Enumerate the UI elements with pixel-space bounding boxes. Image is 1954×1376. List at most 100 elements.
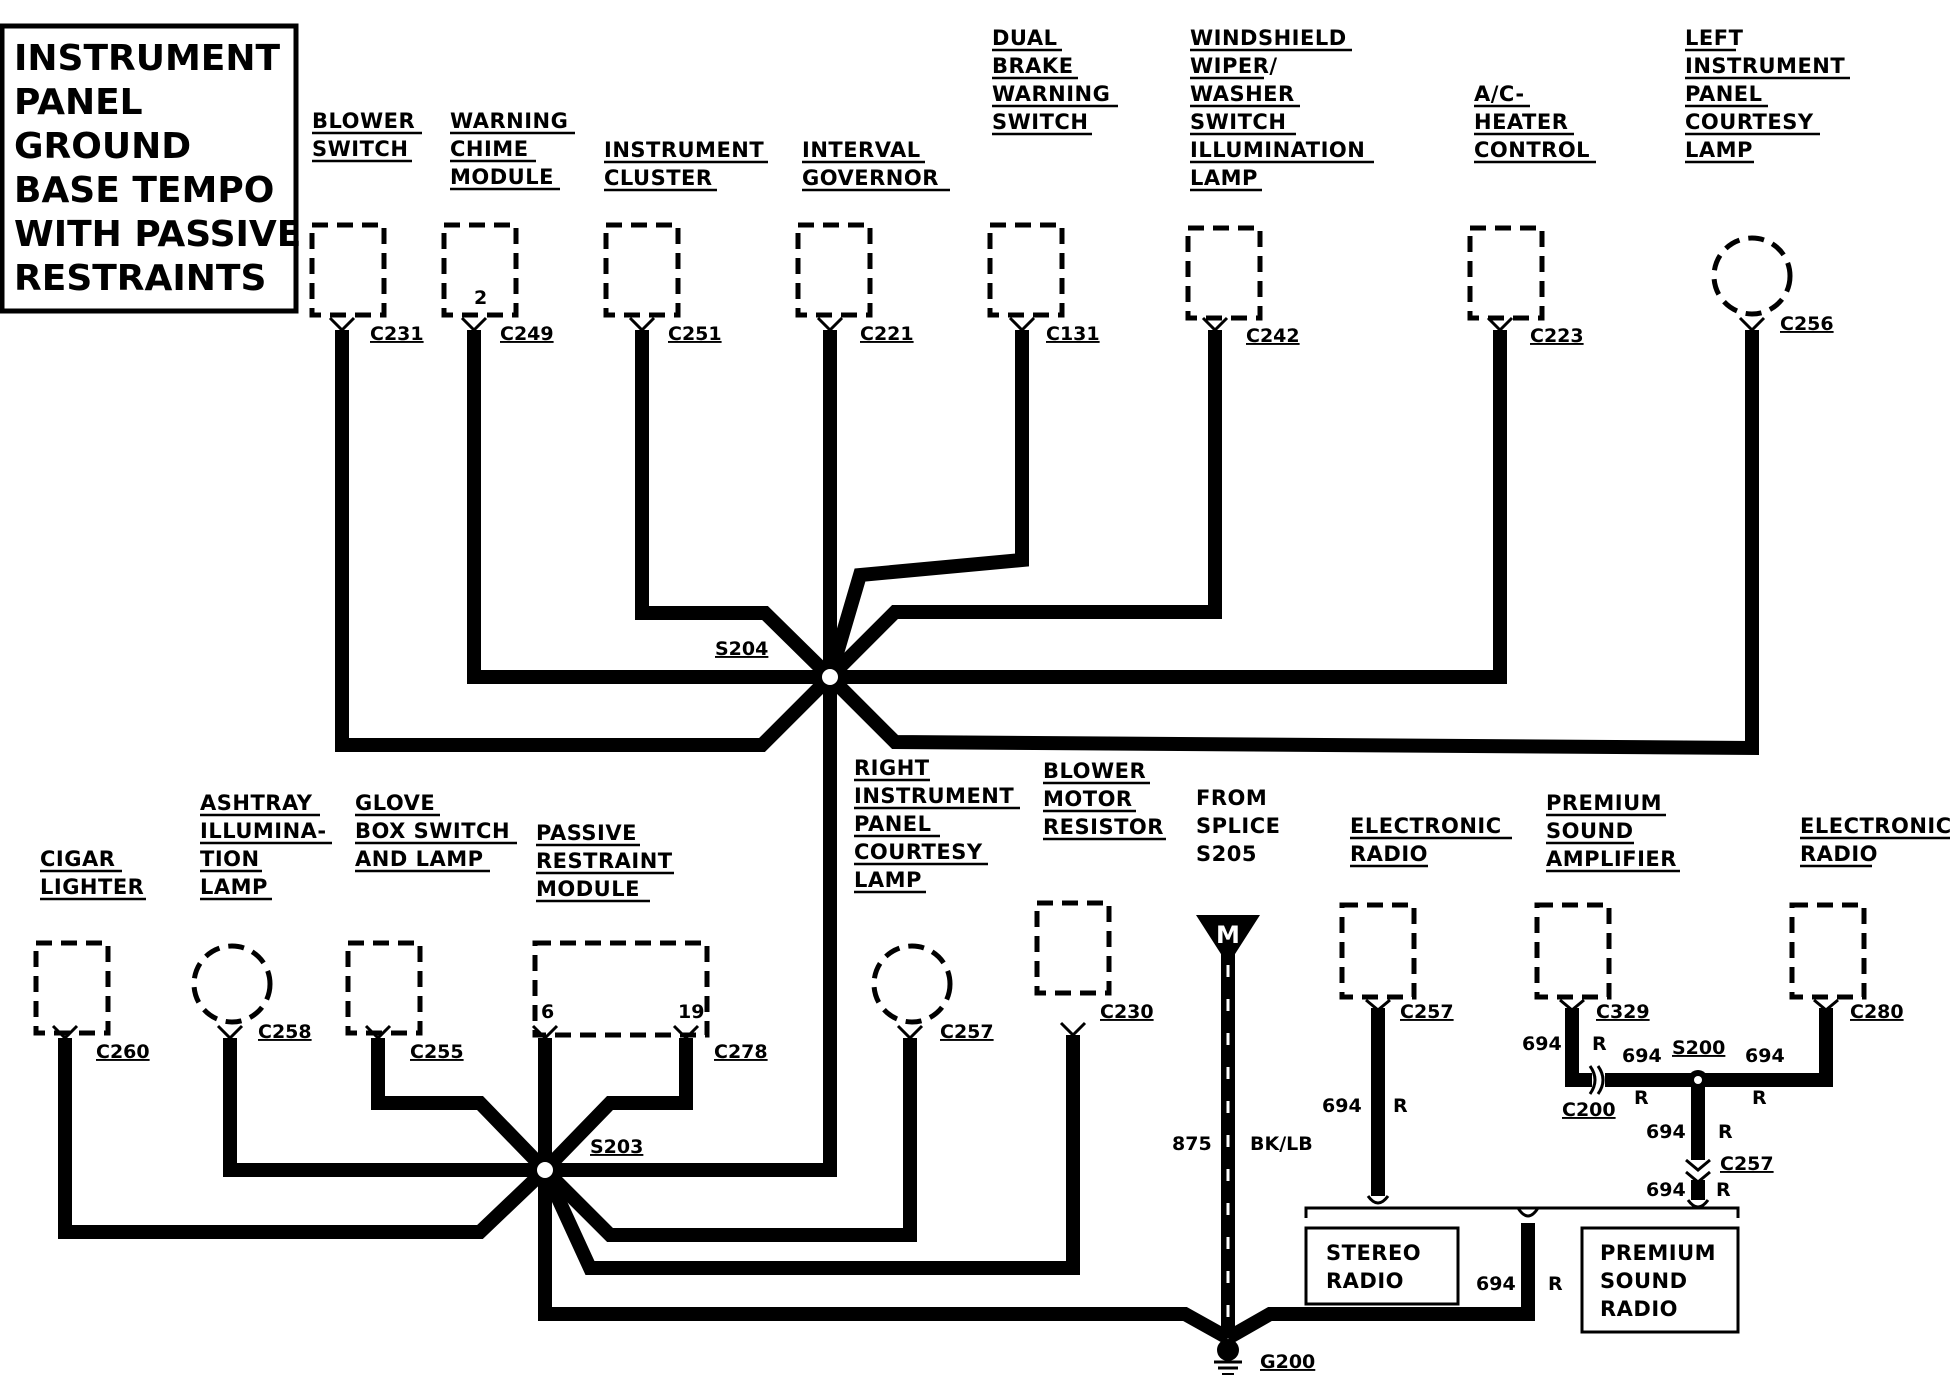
dual-brake-warning-switch: DUAL BRAKE WARNING SWITCH C131	[987, 26, 1118, 345]
svg-text:694: 694	[1322, 1095, 1362, 1117]
svg-text:19: 19	[678, 1001, 704, 1023]
svg-text:PANEL: PANEL	[1685, 82, 1763, 106]
wire-c278-19	[539, 1038, 693, 1175]
instrument-cluster: INSTRUMENT CLUSTER C251	[603, 138, 768, 345]
svg-text:C256: C256	[1780, 313, 1834, 335]
svg-text:RESTRAINT: RESTRAINT	[536, 849, 673, 873]
svg-text:694: 694	[1522, 1033, 1562, 1055]
svg-text:HEATER: HEATER	[1474, 110, 1568, 134]
premium-amp-box	[1534, 902, 1612, 1000]
svg-text:875: 875	[1172, 1133, 1212, 1155]
from-splice-s205: FROM SPLICE S205 M 875 BK/LB	[1172, 786, 1313, 1155]
ground-g200: G200	[1214, 1339, 1315, 1375]
svg-text:RADIO: RADIO	[1600, 1297, 1678, 1321]
svg-text:LAMP: LAMP	[854, 868, 922, 892]
svg-text:RESISTOR: RESISTOR	[1043, 815, 1164, 839]
svg-text:SWITCH: SWITCH	[992, 110, 1088, 134]
svg-text:RESTRAINTS: RESTRAINTS	[14, 258, 266, 299]
diagram-title: INSTRUMENT PANEL GROUND BASE TEMPO WITH …	[0, 23, 301, 314]
svg-text:M: M	[1216, 921, 1240, 949]
dual-brake-box	[987, 222, 1065, 318]
wire-s203-g200	[538, 1170, 1232, 1345]
svg-text:INSTRUMENT: INSTRUMENT	[604, 138, 764, 162]
wire-c231	[335, 330, 835, 752]
svg-text:GOVERNOR: GOVERNOR	[802, 166, 939, 190]
svg-text:G200: G200	[1260, 1351, 1315, 1373]
glove-box-box	[345, 940, 423, 1036]
svg-text:INSTRUMENT: INSTRUMENT	[14, 38, 281, 79]
svg-text:C257: C257	[940, 1021, 994, 1043]
svg-text:S204: S204	[715, 638, 768, 660]
wire-c242	[825, 330, 1222, 682]
blower-motor-resistor: BLOWER MOTOR RESISTOR C230	[1034, 759, 1166, 1038]
svg-text:R: R	[1718, 1121, 1733, 1143]
svg-text:WARNING: WARNING	[992, 82, 1110, 106]
splice-s200: S200 694 694 R R 694 R C257 694 R	[1605, 1008, 1833, 1209]
interval-governor: INTERVAL GOVERNOR C221	[795, 138, 950, 345]
svg-text:C329: C329	[1596, 1001, 1650, 1023]
svg-text:C278: C278	[714, 1041, 768, 1063]
svg-text:C231: C231	[370, 323, 424, 345]
svg-text:SWITCH: SWITCH	[1190, 110, 1286, 134]
svg-text:R: R	[1752, 1087, 1767, 1109]
right-instrument-panel-courtesy-lamp: RIGHT INSTRUMENT PANEL COURTESY LAMP C25…	[854, 756, 1020, 1043]
svg-text:SPLICE: SPLICE	[1196, 814, 1280, 838]
ashtray-lamp-circle	[191, 943, 273, 1025]
svg-text:CONTROL: CONTROL	[1474, 138, 1590, 162]
svg-text:RADIO: RADIO	[1326, 1269, 1404, 1293]
wire-radio-ground	[1224, 1223, 1535, 1345]
svg-text:C251: C251	[668, 323, 722, 345]
svg-text:R: R	[1634, 1087, 1649, 1109]
svg-text:694: 694	[1745, 1045, 1785, 1067]
stereo-radio: STEREO RADIO	[1304, 1226, 1460, 1306]
svg-text:RADIO: RADIO	[1350, 842, 1428, 866]
svg-text:A/C-: A/C-	[1474, 82, 1525, 106]
svg-text:694: 694	[1476, 1273, 1516, 1295]
svg-text:R: R	[1393, 1095, 1408, 1117]
svg-text:BASE TEMPO: BASE TEMPO	[14, 170, 274, 211]
left-instrument-panel-courtesy-lamp: LEFT INSTRUMENT PANEL COURTESY LAMP C256	[1685, 26, 1850, 335]
wire-c255	[371, 1038, 551, 1175]
svg-text:C221: C221	[860, 323, 914, 345]
svg-text:WARNING: WARNING	[450, 109, 568, 133]
premium-sound-amplifier: PREMIUM SOUND AMPLIFIER C329 694 R C200	[1522, 791, 1680, 1121]
svg-text:BLOWER: BLOWER	[1043, 759, 1146, 783]
svg-text:COURTESY: COURTESY	[854, 840, 983, 864]
ac-heater-control: A/C- HEATER CONTROL C223	[1467, 82, 1596, 347]
svg-text:BLOWER: BLOWER	[312, 109, 415, 133]
electronic-radio-right: ELECTRONIC RADIO C280	[1789, 814, 1952, 1023]
svg-text:LEFT: LEFT	[1685, 26, 1744, 50]
svg-text:R: R	[1592, 1033, 1607, 1055]
svg-text:INTERVAL: INTERVAL	[802, 138, 921, 162]
blower-switch: BLOWER SWITCH C231	[309, 109, 424, 345]
splice-marker-m	[1196, 915, 1260, 965]
right-courtesy-lamp-circle	[871, 943, 953, 1025]
svg-text:MOTOR: MOTOR	[1043, 787, 1133, 811]
svg-text:LAMP: LAMP	[1685, 138, 1753, 162]
svg-text:GLOVE: GLOVE	[355, 791, 435, 815]
svg-text:LIGHTER: LIGHTER	[40, 875, 144, 899]
svg-text:PANEL: PANEL	[14, 82, 143, 123]
electronic-radio-right-box	[1789, 902, 1867, 1000]
svg-text:PASSIVE: PASSIVE	[536, 821, 637, 845]
svg-text:ASHTRAY: ASHTRAY	[200, 791, 313, 815]
svg-text:ILLUMINA-: ILLUMINA-	[200, 819, 327, 843]
svg-text:C249: C249	[500, 323, 554, 345]
svg-text:C255: C255	[410, 1041, 464, 1063]
svg-text:694: 694	[1646, 1121, 1686, 1143]
svg-text:LAMP: LAMP	[200, 875, 268, 899]
svg-text:SWITCH: SWITCH	[312, 137, 408, 161]
svg-text:PANEL: PANEL	[854, 812, 932, 836]
windshield-wiper-washer-switch: WINDSHIELD WIPER/ WASHER SWITCH ILLUMINA…	[1185, 26, 1374, 347]
warning-chime-module: WARNING CHIME MODULE 2 C249	[441, 109, 575, 345]
svg-text:ELECTRONIC: ELECTRONIC	[1800, 814, 1952, 838]
wire-c249	[467, 330, 830, 684]
svg-text:MODULE: MODULE	[450, 165, 554, 189]
splice-s204: S204	[715, 638, 847, 694]
cigar-lighter: CIGAR LIGHTER C260	[33, 847, 150, 1063]
radio-bracket: 694 R	[1304, 1206, 1740, 1295]
glove-box-switch-and-lamp: GLOVE BOX SWITCH AND LAMP C255	[345, 791, 517, 1063]
svg-text:COURTESY: COURTESY	[1685, 110, 1814, 134]
svg-text:SOUND: SOUND	[1600, 1269, 1688, 1293]
